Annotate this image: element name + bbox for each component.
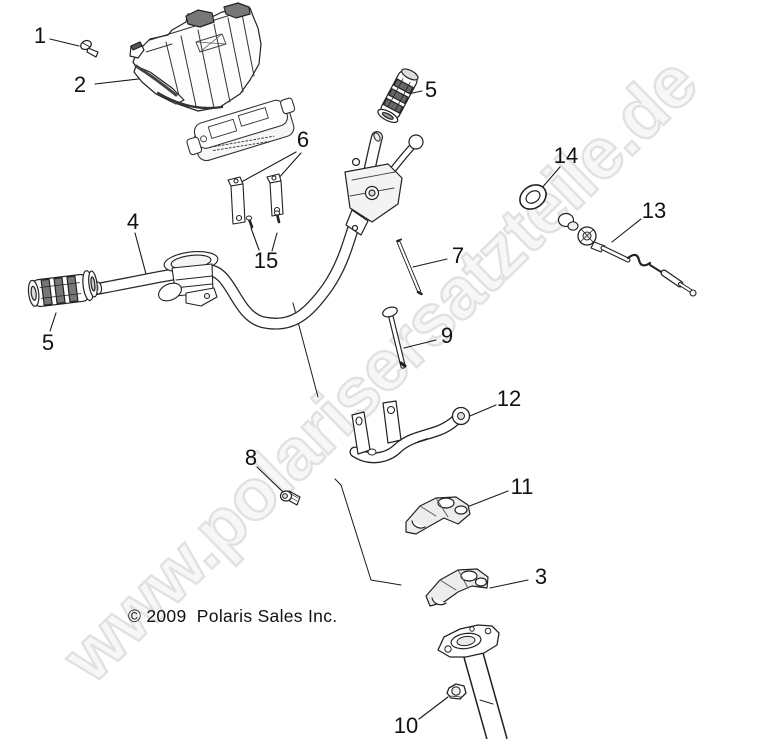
nut-10-drawing	[446, 683, 467, 700]
grip-left-drawing	[27, 270, 98, 308]
grip-right-drawing	[377, 68, 419, 124]
callout-7: 7	[451, 243, 465, 268]
cable-13-drawing	[557, 212, 697, 297]
screw-8-drawing	[279, 490, 301, 506]
callout-4: 4	[126, 209, 140, 234]
headlight-pod-drawing	[129, 2, 262, 112]
brake-lever-assembly-drawing	[344, 134, 424, 236]
callout-5-left: 5	[41, 330, 55, 355]
bracket-12-drawing	[349, 400, 471, 464]
screws-15-drawing	[245, 210, 281, 229]
copyright-text: © 2009 Polaris Sales Inc.	[128, 606, 338, 626]
callout-9: 9	[440, 323, 454, 348]
bolt-9-drawing	[382, 306, 407, 369]
instrument-cluster-drawing	[186, 97, 296, 162]
callout-11: 11	[510, 474, 534, 499]
callout-14: 14	[553, 143, 579, 168]
callout-5-right: 5	[424, 77, 438, 102]
callout-8: 8	[244, 445, 258, 470]
grommet-14-drawing	[519, 184, 547, 210]
callout-10: 10	[393, 713, 419, 738]
callout-3: 3	[534, 564, 548, 589]
callout-1: 1	[33, 23, 47, 48]
alignment-lines	[292, 302, 402, 586]
callout-2: 2	[73, 72, 87, 97]
clamp-3-drawing	[425, 568, 489, 607]
callout-6: 6	[296, 127, 310, 152]
leader-lines	[49, 38, 642, 720]
throttle-block-drawing	[158, 250, 219, 307]
callout-15: 15	[253, 248, 279, 273]
callout-13: 13	[641, 198, 667, 223]
clamp-11-drawing	[405, 496, 471, 535]
rod-7-drawing	[396, 238, 423, 296]
callout-12: 12	[496, 386, 522, 411]
steering-post-drawing	[437, 624, 508, 739]
bracket-6-drawing	[227, 173, 284, 225]
screw-1-drawing	[80, 39, 99, 58]
